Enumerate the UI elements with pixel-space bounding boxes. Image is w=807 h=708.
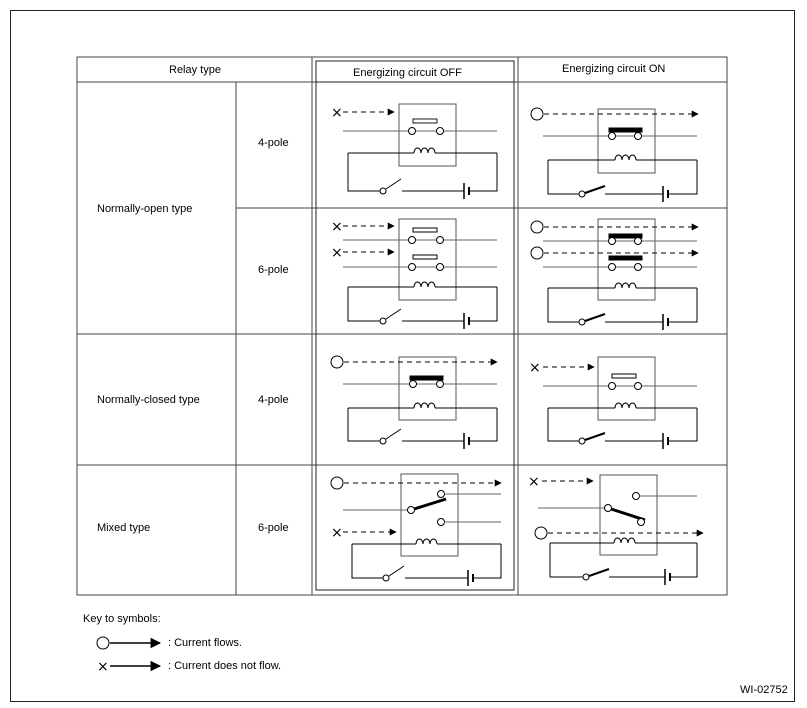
diagram-mixed-on: ×	[528, 474, 704, 585]
key-symbol-flows	[96, 636, 162, 650]
svg-text:×: ×	[528, 474, 540, 490]
key-not-flows-text: : Current does not flow.	[168, 660, 282, 672]
diagram-nc4-on: ×	[529, 356, 698, 449]
svg-text:×: ×	[331, 219, 343, 235]
diagram-no6-off: × ×	[331, 218, 498, 329]
svg-text:×: ×	[331, 245, 343, 261]
row-pole-no-4: 4-pole	[258, 137, 289, 149]
row-pole-nc-4: 4-pole	[258, 394, 289, 406]
key-symbol-not-flows: ×	[97, 659, 162, 675]
svg-text:×: ×	[331, 525, 343, 541]
figure-frame	[10, 10, 795, 702]
row-type-mixed: Mixed type	[97, 522, 151, 534]
svg-text:×: ×	[97, 659, 109, 675]
row-type-normally-open: Normally-open type	[97, 203, 193, 215]
table-grid	[76, 56, 728, 596]
row-pole-mixed-6: 6-pole	[258, 522, 289, 534]
svg-text:×: ×	[529, 360, 541, 376]
header-relay-type: Relay type	[169, 64, 221, 76]
diagram-no4-on	[530, 107, 699, 202]
diagram-no4-off: ×	[331, 103, 498, 199]
diagram-mixed-off: ×	[330, 473, 502, 586]
header-circuit-off: Energizing circuit OFF	[353, 67, 462, 79]
key-title: Key to symbols:	[83, 613, 161, 625]
key-flows-text: : Current flows.	[168, 637, 242, 649]
row-type-normally-closed: Normally-closed type	[97, 394, 200, 406]
figure-id: WI-02752	[740, 684, 788, 696]
header-circuit-on: Energizing circuit ON	[562, 63, 666, 75]
row-pole-no-6: 6-pole	[258, 264, 289, 276]
diagram-nc4-off	[330, 355, 498, 449]
svg-text:×: ×	[331, 105, 343, 121]
diagram-no6-on	[530, 218, 699, 330]
